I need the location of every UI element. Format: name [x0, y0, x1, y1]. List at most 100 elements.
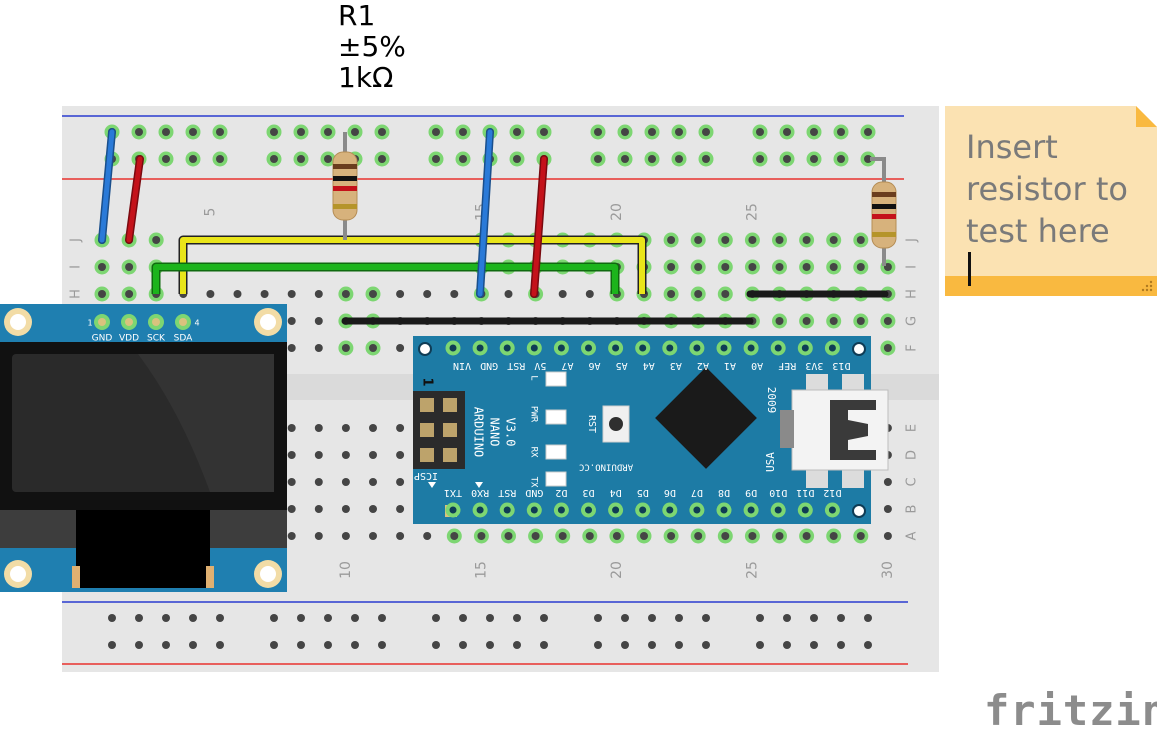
breadboard-hole[interactable]: [513, 128, 521, 136]
breadboard-hole[interactable]: [270, 155, 278, 163]
breadboard-hole[interactable]: [162, 641, 170, 649]
breadboard-hole[interactable]: [396, 478, 405, 486]
breadboard-hole[interactable]: [621, 614, 629, 622]
breadboard-hole[interactable]: [297, 641, 305, 649]
breadboard-hole[interactable]: [540, 641, 548, 649]
breadboard-hole[interactable]: [314, 424, 323, 432]
breadboard-hole[interactable]: [432, 155, 440, 163]
breadboard-hole[interactable]: [152, 236, 161, 244]
breadboard-hole[interactable]: [233, 290, 242, 298]
breadboard-hole[interactable]: [270, 614, 278, 622]
breadboard-hole[interactable]: [594, 641, 602, 649]
breadboard-hole[interactable]: [206, 290, 215, 298]
breadboard-hole[interactable]: [783, 155, 791, 163]
breadboard-hole[interactable]: [829, 236, 838, 244]
breadboard-hole[interactable]: [675, 614, 683, 622]
breadboard-hole[interactable]: [612, 532, 621, 540]
breadboard-hole[interactable]: [270, 128, 278, 136]
breadboard-hole[interactable]: [883, 505, 892, 513]
breadboard-hole[interactable]: [783, 614, 791, 622]
breadboard-hole[interactable]: [883, 478, 892, 486]
breadboard-hole[interactable]: [864, 128, 872, 136]
breadboard-hole[interactable]: [162, 155, 170, 163]
breadboard-hole[interactable]: [324, 614, 332, 622]
breadboard-hole[interactable]: [125, 263, 134, 271]
breadboard-hole[interactable]: [829, 317, 838, 325]
breadboard-hole[interactable]: [314, 451, 323, 459]
breadboard-hole[interactable]: [756, 614, 764, 622]
breadboard-hole[interactable]: [287, 424, 296, 432]
breadboard-hole[interactable]: [108, 614, 116, 622]
breadboard-hole[interactable]: [667, 290, 676, 298]
breadboard-hole[interactable]: [802, 236, 811, 244]
breadboard-hole[interactable]: [721, 290, 730, 298]
breadboard-hole[interactable]: [810, 155, 818, 163]
sticky-note-resize-grip[interactable]: [1141, 280, 1153, 292]
breadboard-hole[interactable]: [675, 155, 683, 163]
breadboard-hole[interactable]: [324, 155, 332, 163]
breadboard-hole[interactable]: [396, 505, 405, 513]
breadboard-hole[interactable]: [594, 155, 602, 163]
breadboard-hole[interactable]: [531, 532, 540, 540]
breadboard-hole[interactable]: [513, 614, 521, 622]
breadboard-hole[interactable]: [829, 532, 838, 540]
breadboard-hole[interactable]: [378, 614, 386, 622]
breadboard-hole[interactable]: [432, 641, 440, 649]
breadboard-hole[interactable]: [667, 263, 676, 271]
breadboard-hole[interactable]: [702, 614, 710, 622]
sticky-note-text[interactable]: Insert resistor to test here: [966, 126, 1146, 286]
breadboard-hole[interactable]: [694, 532, 703, 540]
breadboard-hole[interactable]: [648, 155, 656, 163]
breadboard-hole[interactable]: [802, 263, 811, 271]
breadboard-hole[interactable]: [459, 641, 467, 649]
breadboard-hole[interactable]: [748, 532, 757, 540]
breadboard-hole[interactable]: [756, 641, 764, 649]
breadboard-hole[interactable]: [396, 290, 405, 298]
breadboard-hole[interactable]: [369, 290, 377, 298]
breadboard-hole[interactable]: [369, 532, 377, 540]
breadboard-hole[interactable]: [162, 128, 170, 136]
breadboard-hole[interactable]: [378, 155, 386, 163]
breadboard-hole[interactable]: [504, 290, 513, 298]
breadboard-hole[interactable]: [189, 155, 197, 163]
breadboard-hole[interactable]: [450, 532, 459, 540]
breadboard-hole[interactable]: [775, 532, 784, 540]
breadboard-hole[interactable]: [423, 290, 432, 298]
breadboard-hole[interactable]: [648, 128, 656, 136]
breadboard-hole[interactable]: [341, 478, 350, 486]
breadboard-hole[interactable]: [314, 478, 323, 486]
breadboard-hole[interactable]: [369, 451, 377, 459]
breadboard-hole[interactable]: [351, 614, 359, 622]
breadboard-hole[interactable]: [675, 128, 683, 136]
breadboard-hole[interactable]: [702, 155, 710, 163]
breadboard-hole[interactable]: [694, 236, 703, 244]
breadboard-hole[interactable]: [135, 614, 143, 622]
breadboard-hole[interactable]: [396, 532, 405, 540]
breadboard-hole[interactable]: [396, 344, 405, 352]
breadboard-hole[interactable]: [450, 290, 459, 298]
breadboard-hole[interactable]: [594, 614, 602, 622]
breadboard-hole[interactable]: [135, 641, 143, 649]
breadboard-hole[interactable]: [341, 532, 350, 540]
breadboard-hole[interactable]: [287, 505, 296, 513]
breadboard-hole[interactable]: [648, 641, 656, 649]
breadboard-hole[interactable]: [883, 344, 892, 352]
breadboard-hole[interactable]: [459, 128, 467, 136]
breadboard-hole[interactable]: [837, 155, 845, 163]
breadboard-hole[interactable]: [540, 614, 548, 622]
breadboard-hole[interactable]: [810, 128, 818, 136]
breadboard-hole[interactable]: [314, 290, 323, 298]
breadboard-hole[interactable]: [810, 614, 818, 622]
breadboard-hole[interactable]: [640, 532, 648, 540]
breadboard-hole[interactable]: [837, 641, 845, 649]
breadboard-hole[interactable]: [297, 128, 305, 136]
breadboard-hole[interactable]: [369, 344, 377, 352]
breadboard-hole[interactable]: [396, 451, 405, 459]
breadboard-hole[interactable]: [314, 505, 323, 513]
breadboard-hole[interactable]: [667, 236, 676, 244]
breadboard-hole[interactable]: [775, 263, 784, 271]
reset-button[interactable]: [609, 417, 623, 431]
breadboard-hole[interactable]: [324, 641, 332, 649]
breadboard-hole[interactable]: [802, 317, 811, 325]
breadboard-hole[interactable]: [748, 263, 757, 271]
